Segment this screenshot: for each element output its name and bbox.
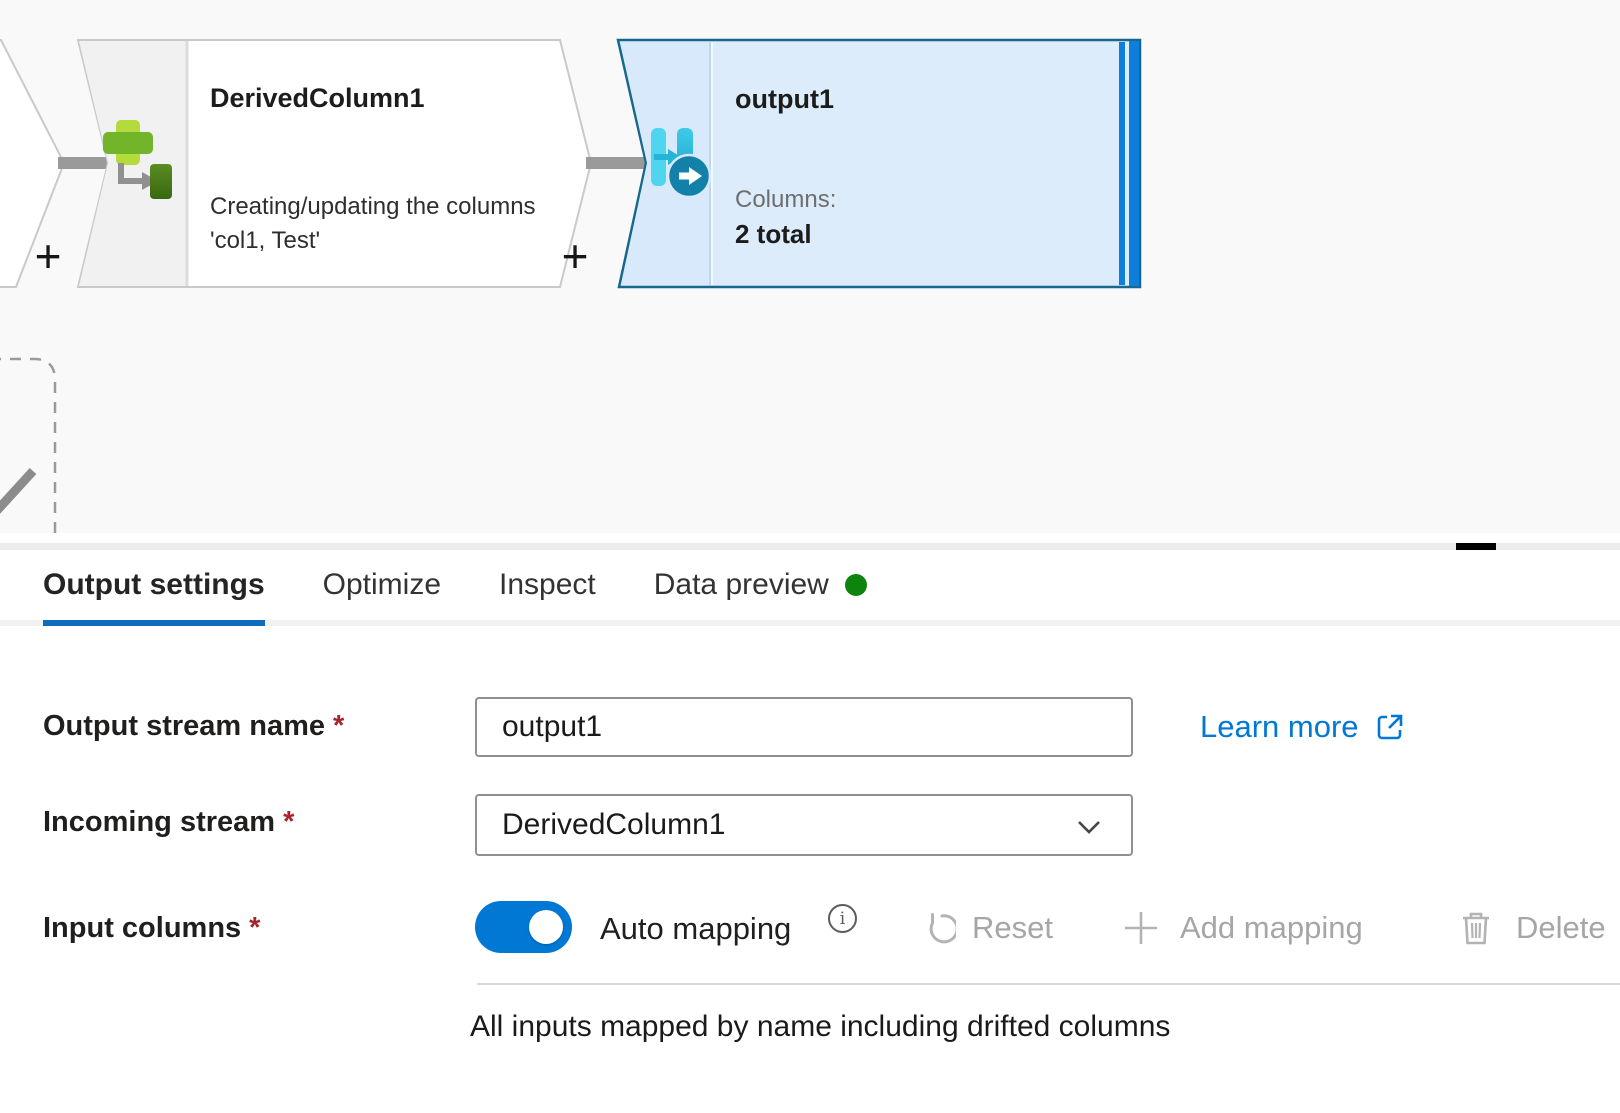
delete-button[interactable]: Delete [1460, 901, 1606, 955]
mapping-status-caption: All inputs mapped by name including drif… [470, 1010, 1171, 1043]
upstream-node[interactable] [0, 39, 66, 288]
add-mapping-button[interactable]: Add mapping [1122, 901, 1363, 955]
active-tab-underline [43, 620, 265, 626]
input-columns-label: Input columns* [43, 912, 261, 944]
sink-node-title: output1 [735, 84, 834, 114]
edge-derived-to-sink [586, 157, 648, 169]
sink-icon [651, 128, 712, 199]
canvas-dashed-outline [0, 357, 57, 533]
derived-node-title: DerivedColumn1 [210, 83, 425, 113]
tab-strip-track [0, 620, 1620, 626]
panel-divider [0, 533, 1620, 543]
auto-mapping-toggle[interactable] [475, 901, 572, 953]
auto-mapping-label: Auto mapping [600, 911, 792, 946]
incoming-stream-label: Incoming stream* [43, 806, 295, 838]
tab-optimize[interactable]: Optimize [322, 568, 442, 601]
info-icon[interactable]: i [828, 904, 857, 933]
add-transformation-button[interactable]: + [35, 230, 62, 282]
sink-node-columns-label: Columns: [735, 186, 837, 213]
connection-line-fragment [0, 467, 37, 514]
derived-column-node[interactable] [76, 39, 593, 288]
add-transformation-button[interactable]: + [562, 230, 589, 282]
trash-icon [1463, 912, 1489, 945]
derived-node-description: Creating/updating the columns 'col1, Tes… [210, 193, 536, 254]
dataflow-canvas[interactable]: + + D [0, 0, 1620, 533]
incoming-stream-dropdown[interactable]: DerivedColumn1 [475, 794, 1133, 856]
edge-source-to-derived [58, 157, 110, 169]
refresh-icon [929, 913, 956, 944]
data-preview-status-dot [844, 574, 867, 596]
tab-data-preview[interactable]: Data preview [654, 568, 867, 602]
derived-column-icon [103, 120, 172, 199]
chevron-down-icon [1078, 821, 1100, 834]
section-separator [477, 983, 1620, 985]
sink-node[interactable] [616, 38, 1142, 289]
output-stream-name-input[interactable] [475, 697, 1133, 757]
tab-inspect[interactable]: Inspect [499, 568, 596, 601]
sink-node-columns-count: 2 total [735, 219, 812, 249]
panel-grip-band [0, 543, 1620, 550]
toggle-knob [529, 910, 563, 944]
output-stream-name-label: Output stream name* [43, 710, 345, 742]
tab-strip: Output settings Optimize Inspect Data pr… [43, 568, 867, 626]
panel-resize-handle[interactable] [1456, 543, 1496, 550]
plus-icon [1125, 912, 1157, 944]
external-link-icon [1377, 714, 1402, 740]
learn-more-link[interactable]: Learn more [1200, 703, 1406, 751]
reset-button[interactable]: Reset [920, 901, 1053, 955]
tab-output-settings[interactable]: Output settings [43, 568, 265, 626]
